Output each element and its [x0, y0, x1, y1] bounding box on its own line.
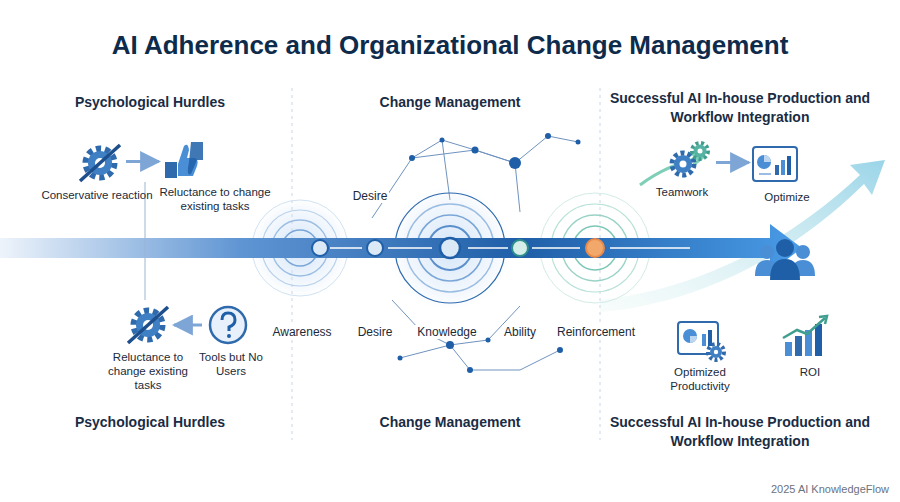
label-text: Awareness [270, 325, 333, 339]
icon-node: Optimized Productivity [678, 318, 722, 362]
label-text: Successful AI In-house Production and Wo… [610, 90, 870, 125]
label-text: Psychological Hurdles [75, 414, 225, 430]
connector-arrow [716, 161, 749, 164]
gear-crossed-icon [128, 307, 168, 343]
icon-node: Reluctance to change existing tasks [163, 138, 207, 182]
icon-node: ROI [783, 318, 827, 362]
section-heading: Psychological Hurdles [30, 92, 270, 111]
label-text: Reinforcement [555, 325, 637, 339]
stage-label: Desire [340, 185, 400, 204]
label-text: Desire [351, 189, 390, 203]
section-heading: Psychological Hurdles [30, 412, 270, 431]
icon-caption: Reluctance to change existing tasks [96, 351, 200, 392]
icon-caption: ROI [785, 366, 835, 380]
icon-caption: Conservative reaction [38, 189, 156, 203]
label-text: Successful AI In-house Production and Wo… [610, 414, 870, 449]
icon-caption: Reluctance to change existing tasks [154, 186, 276, 214]
icon-node: Conservative reaction [78, 141, 122, 185]
section-heading: Change Management [330, 412, 570, 431]
stage-label: Desire [349, 321, 401, 340]
icon-node: Teamwork [668, 138, 712, 182]
label-text: Knowledge [415, 325, 478, 339]
main-arrow [0, 224, 802, 272]
icon-node: Reluctance to change existing tasks [126, 303, 170, 347]
section-heading: Successful AI In-house Production and Wo… [604, 88, 876, 126]
label-text: 2025 AI KnowledgeFlow [771, 483, 889, 495]
icon-caption: Teamwork [642, 186, 722, 200]
connector-arrow [174, 324, 202, 327]
icon-caption: Tools but No Users [198, 351, 264, 379]
thumbs-icon [165, 142, 203, 178]
icon-caption: Optimize [752, 191, 822, 205]
stage-label: Awareness [265, 321, 339, 340]
stage-label: Knowledge [412, 321, 482, 340]
icon-node: Tools but No Users [206, 303, 250, 347]
label-text: Change Management [380, 94, 521, 110]
question-icon [210, 307, 246, 343]
gears-icon [672, 143, 708, 175]
label-text: Change Management [380, 414, 521, 430]
divider [600, 88, 601, 440]
watermark: 2025 AI KnowledgeFlow [765, 478, 895, 497]
connector-arrow [126, 160, 159, 163]
icon-node: Optimize [753, 143, 797, 187]
icon-caption: Optimized Productivity [650, 366, 750, 394]
section-heading: Change Management [330, 92, 570, 111]
label-text: Psychological Hurdles [75, 94, 225, 110]
roi-chart-icon [783, 316, 827, 356]
diagram-title: AI Adherence and Organizational Change M… [0, 30, 900, 61]
stage-label: Reinforcement [548, 321, 644, 340]
stage-dots [312, 238, 604, 258]
people-icon [755, 239, 815, 280]
label-text: Desire [356, 325, 395, 339]
label-text: Ability [502, 325, 538, 339]
gear-crossed-icon [80, 145, 120, 181]
section-heading: Successful AI In-house Production and Wo… [604, 412, 876, 450]
productivity-icon [678, 322, 724, 360]
dashboard-icon [753, 147, 797, 181]
stage-label: Ability [495, 321, 545, 340]
